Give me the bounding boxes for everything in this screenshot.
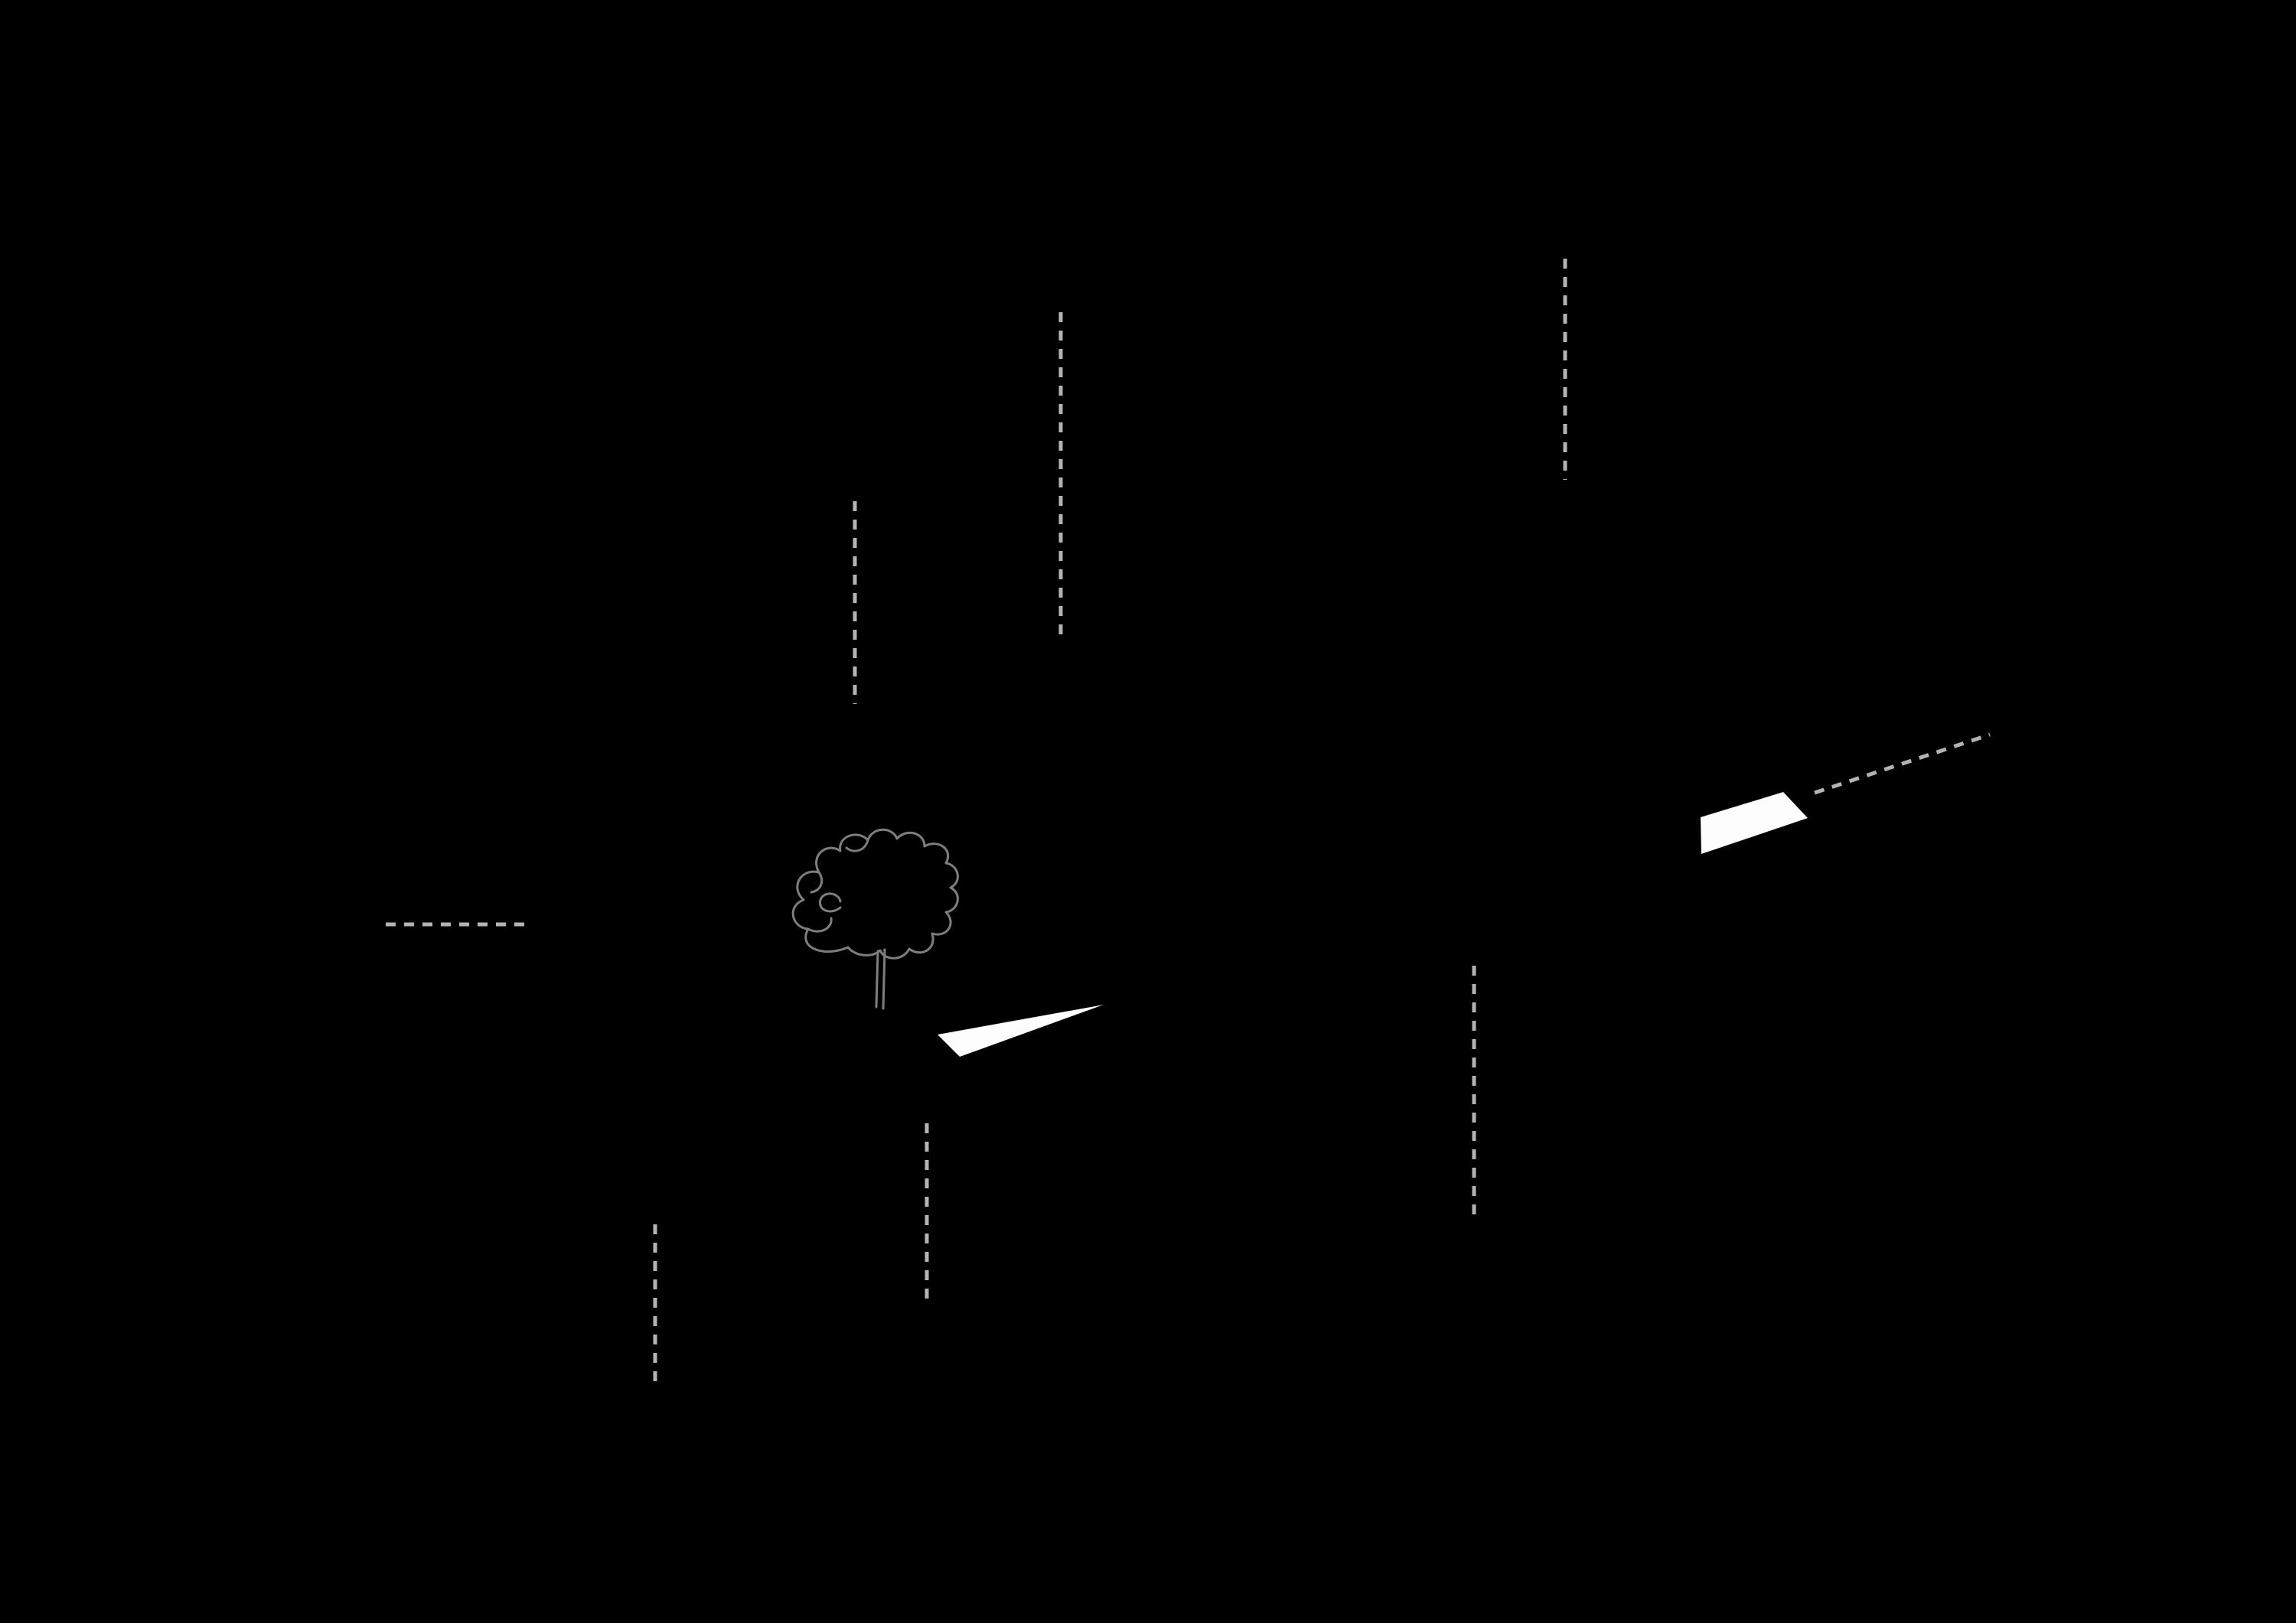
lit-face-ground-wedge — [938, 1005, 1104, 1057]
lit-face-panel — [1701, 792, 1808, 854]
hidden-edge-right-diagonal — [1814, 732, 1991, 795]
tree-trunk-line-2 — [882, 948, 886, 1010]
tree-canopy-scribble — [791, 828, 959, 960]
tree-trunk-line-1 — [875, 950, 879, 1009]
